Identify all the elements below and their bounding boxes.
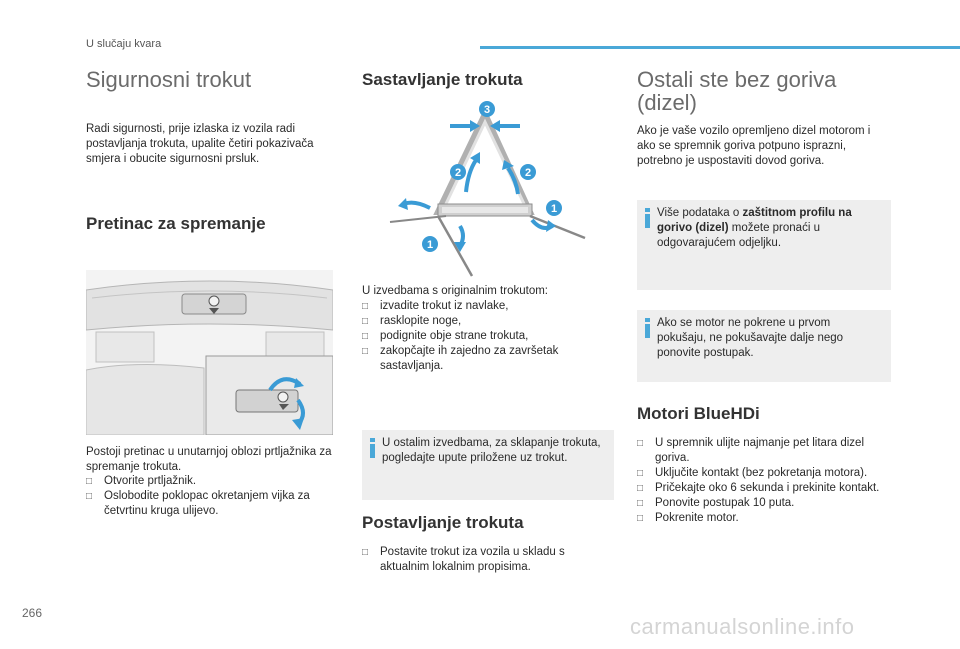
triangle-figure: 3 2 2 1 1 — [380, 100, 590, 280]
storage-step: Oslobodite poklopac okretanjem vijka za … — [86, 489, 336, 519]
trunk-figure — [86, 270, 333, 435]
assembly-intro: U izvedbama s originalnim trokutom: — [362, 285, 548, 297]
assembly-step: zakopčajte ih zajedno za završetak sasta… — [362, 344, 612, 374]
title-assembly: Sastavljanje trokuta — [362, 70, 523, 89]
page-number: 266 — [22, 606, 43, 620]
storage-text: Postoji pretinac u unutarnjoj oblozi prt… — [86, 446, 332, 473]
section-label: U slučaju kvara — [86, 38, 162, 50]
storage-steps: Otvorite prtljažnik. Oslobodite poklopac… — [86, 474, 336, 519]
callout-2-right: 2 — [525, 167, 531, 179]
info-icon — [645, 208, 651, 228]
info-icon — [645, 318, 651, 338]
fuel-intro: Ako je vaše vozilo opremljeno dizel moto… — [637, 125, 871, 167]
title-out-of-fuel-line1: Ostali ste bez goriva — [637, 67, 837, 92]
bluehdi-step: U spremnik ulijte najmanje pet litara di… — [637, 436, 891, 466]
watermark: carmanualsonline.info — [630, 614, 855, 639]
bluehdi-step: Uključite kontakt (bez pokretanja motora… — [637, 466, 891, 481]
callout-2-left: 2 — [455, 167, 461, 179]
title-placement: Postavljanje trokuta — [362, 513, 524, 532]
info-box-other-versions: U ostalim izvedbama, za sklapanje trokut… — [362, 430, 614, 500]
assembly-step: izvadite trokut iz navlake, — [362, 299, 612, 314]
bluehdi-step: Pokrenite motor. — [637, 511, 891, 526]
title-bluehdi: Motori BlueHDi — [637, 404, 760, 423]
bluehdi-step: Pričekajte oko 6 sekunda i prekinite kon… — [637, 481, 891, 496]
callout-1-right: 1 — [551, 203, 557, 215]
info-text: Više podataka o zaštitnom profilu na gor… — [657, 207, 852, 249]
assembly-step: podignite obje strane trokuta, — [362, 329, 612, 344]
safety-intro: Radi sigurnosti, prije izlaska iz vozila… — [86, 123, 314, 165]
assembly-steps: izvadite trokut iz navlake, rasklopite n… — [362, 299, 612, 374]
placement-step: Postavite trokut iza vozila u skladu s a… — [362, 545, 612, 575]
info-bold-link: zaštitnom profilu na gorivo (dizel) — [657, 207, 852, 234]
info-icon — [370, 438, 376, 458]
header-accent-bar — [480, 46, 960, 49]
title-storage: Pretinac za spremanje — [86, 214, 266, 233]
info-text: U ostalim izvedbama, za sklapanje trokut… — [382, 437, 601, 464]
bluehdi-steps: U spremnik ulijte najmanje pet litara di… — [637, 436, 891, 526]
triangle-illustration: 3 2 2 1 1 — [389, 101, 586, 277]
bluehdi-step: Ponovite postupak 10 puta. — [637, 496, 891, 511]
callout-3: 3 — [484, 104, 490, 116]
assembly-step: rasklopite noge, — [362, 314, 612, 329]
storage-step: Otvorite prtljažnik. — [86, 474, 336, 489]
callout-1-left: 1 — [427, 239, 433, 251]
trunk-illustration — [86, 280, 333, 435]
placement-steps: Postavite trokut iza vozila u skladu s a… — [362, 545, 612, 575]
title-out-of-fuel-line2: (dizel) — [637, 90, 697, 115]
title-safety-triangle: Sigurnosni trokut — [86, 67, 252, 92]
info-box-diesel-profile: Više podataka o zaštitnom profilu na gor… — [637, 200, 891, 290]
info-text: Ako se motor ne pokrene u prvom pokušaju… — [657, 317, 844, 359]
info-box-restart: Ako se motor ne pokrene u prvom pokušaju… — [637, 310, 891, 382]
